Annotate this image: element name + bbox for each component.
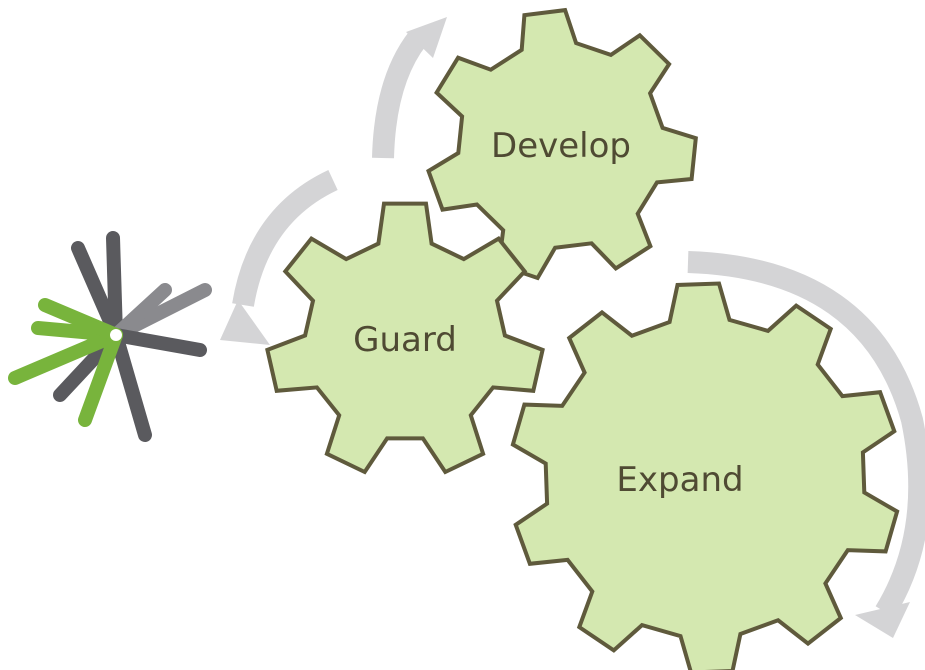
gear-develop-label: Develop: [491, 126, 631, 166]
spark-logo: [8, 231, 212, 442]
gear-develop-shape: [426, 7, 698, 281]
arrow-guard-to-logo: [220, 170, 338, 345]
arrow-guard-to-develop: [372, 17, 447, 159]
gear-guard: Guard: [265, 201, 545, 475]
gear-guard-shape: [265, 201, 545, 475]
gear-guard-label: Guard: [353, 320, 457, 360]
gear-expand-label: Expand: [616, 460, 743, 500]
logo-center-dot: [110, 329, 122, 341]
gear-expand: Expand: [510, 281, 900, 670]
gear-expand-shape: [510, 281, 900, 670]
cycle-arrows: [220, 17, 925, 638]
gear-develop: Develop: [426, 7, 698, 281]
arrow-develop-to-expand: [687, 251, 925, 638]
